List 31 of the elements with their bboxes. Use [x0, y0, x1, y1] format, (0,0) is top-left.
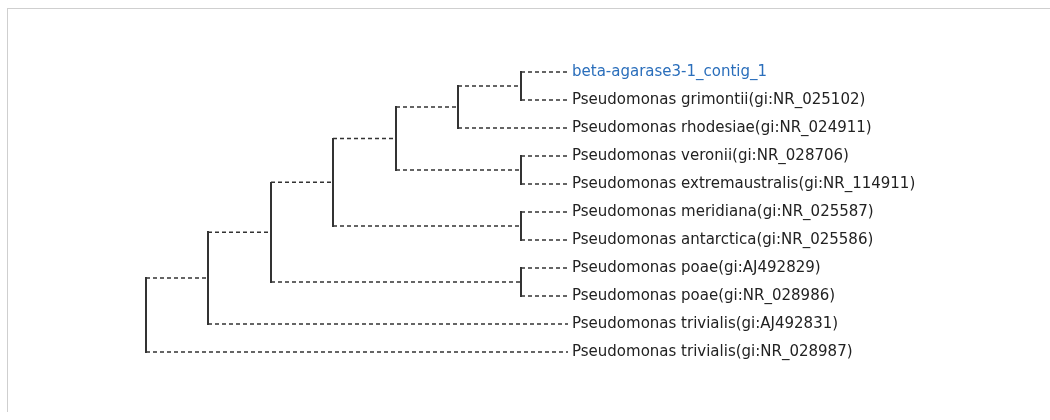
taxon-label: Pseudomonas trivialis(gi:AJ492831)	[572, 313, 839, 333]
branch-line	[520, 267, 569, 269]
branch-line	[395, 106, 458, 108]
taxon-label: Pseudomonas antarctica(gi:NR_025586)	[572, 229, 874, 249]
branch-line	[145, 277, 208, 279]
branch-line	[520, 99, 569, 101]
taxon-label: Pseudomonas veronii(gi:NR_028706)	[572, 145, 849, 165]
branch-line	[520, 295, 569, 297]
branch-line	[270, 281, 521, 283]
taxon-label: Pseudomonas poae(gi:NR_028986)	[572, 285, 836, 305]
branch-line	[145, 351, 569, 353]
branch-line	[270, 181, 333, 183]
branch-line	[207, 323, 569, 325]
branch-line	[520, 71, 569, 73]
branch-line	[520, 211, 569, 213]
branch-line	[395, 169, 521, 171]
taxon-label: Pseudomonas poae(gi:AJ492829)	[572, 257, 821, 277]
branch-line	[207, 231, 271, 233]
taxon-label: Pseudomonas extremaustralis(gi:NR_114911)	[572, 173, 916, 193]
branch-line	[457, 85, 521, 87]
taxon-label: Pseudomonas rhodesiae(gi:NR_024911)	[572, 117, 872, 137]
taxon-label: Pseudomonas meridiana(gi:NR_025587)	[572, 201, 874, 221]
branch-line	[457, 127, 569, 129]
branch-line	[332, 137, 396, 140]
taxon-label: Pseudomonas trivialis(gi:NR_028987)	[572, 341, 853, 361]
branch-line	[332, 225, 521, 227]
taxon-label: beta-agarase3-1_contig_1	[572, 61, 768, 81]
taxon-label: Pseudomonas grimontii(gi:NR_025102)	[572, 89, 866, 109]
branch-line	[520, 155, 569, 157]
branch-line	[520, 239, 569, 241]
branch-line	[520, 183, 569, 185]
